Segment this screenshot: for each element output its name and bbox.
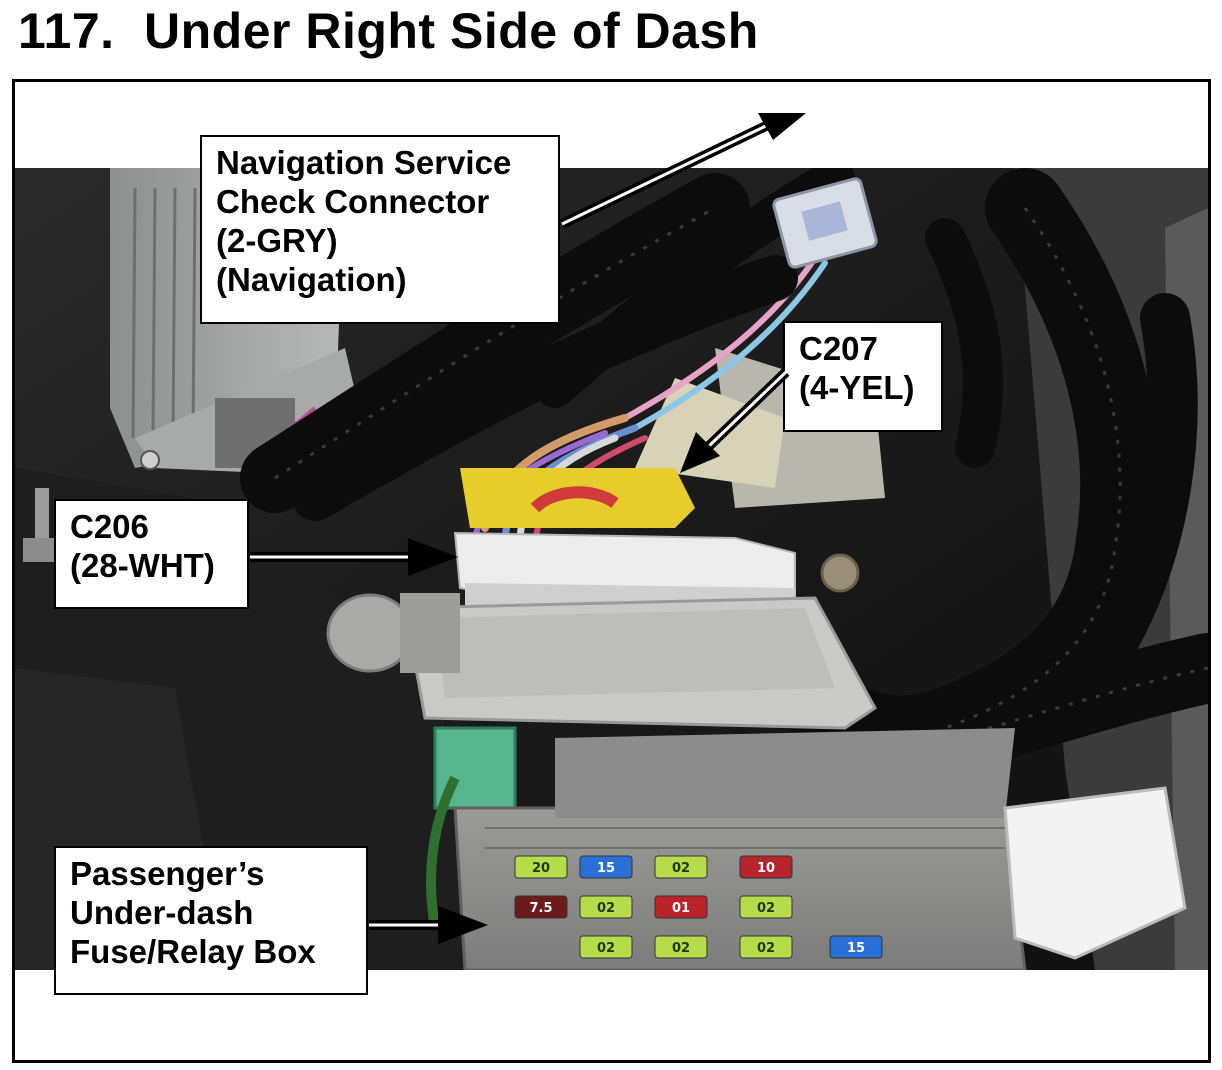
callout-line: Navigation Service	[216, 144, 512, 181]
callout-passengers-fuse-relay-box: Passenger’s Under-dash Fuse/Relay Box	[54, 846, 368, 995]
fuse-rating-label: 02	[672, 861, 690, 876]
fuse-rating-label: 02	[597, 941, 615, 956]
fuse: 10	[739, 855, 793, 879]
fuse-rating-label: 02	[757, 941, 775, 956]
callout-line: (Navigation)	[216, 261, 407, 298]
fuse-rating-label: 20	[532, 861, 550, 876]
fuse-rating-label: 15	[847, 941, 865, 956]
callout-c207: C207 (4-YEL)	[783, 321, 943, 432]
callout-line: Under-dash	[70, 894, 254, 931]
fuse: 20	[514, 855, 568, 879]
callout-line: C206	[70, 508, 149, 545]
callout-line: Check Connector	[216, 183, 490, 220]
fuse: 02	[579, 895, 633, 919]
callout-line: C207	[799, 330, 878, 367]
figure-number: 117.	[18, 3, 115, 59]
callout-navigation-service-check-connector: Navigation Service Check Connector (2-GR…	[200, 135, 560, 324]
fuse: 02	[739, 895, 793, 919]
fuse: 02	[654, 855, 708, 879]
fuse-rating-label: 02	[672, 941, 690, 956]
fuse-rating-label: 02	[757, 901, 775, 916]
fuse: 02	[739, 935, 793, 959]
callout-line: (28-WHT)	[70, 547, 215, 584]
fuse: 7.5	[514, 895, 568, 919]
fuse: 15	[579, 855, 633, 879]
fuse-rating-label: 7.5	[529, 901, 552, 916]
callout-line: Fuse/Relay Box	[70, 933, 316, 970]
page-title: 117. Under Right Side of Dash	[18, 2, 759, 60]
callout-c206: C206 (28-WHT)	[54, 499, 249, 609]
fuse: 01	[654, 895, 708, 919]
fuse-rating-label: 15	[597, 861, 615, 876]
fuse: 15	[829, 935, 883, 959]
fuse: 02	[654, 935, 708, 959]
figure-title: Under Right Side of Dash	[144, 3, 759, 59]
fuse-rating-label: 01	[672, 901, 690, 916]
callout-line: Passenger’s	[70, 855, 265, 892]
fuse: 02	[579, 935, 633, 959]
callout-line: (4-YEL)	[799, 369, 915, 406]
fuse-rating-label: 02	[597, 901, 615, 916]
callout-line: (2-GRY)	[216, 222, 338, 259]
fuse-rating-label: 10	[757, 861, 775, 876]
